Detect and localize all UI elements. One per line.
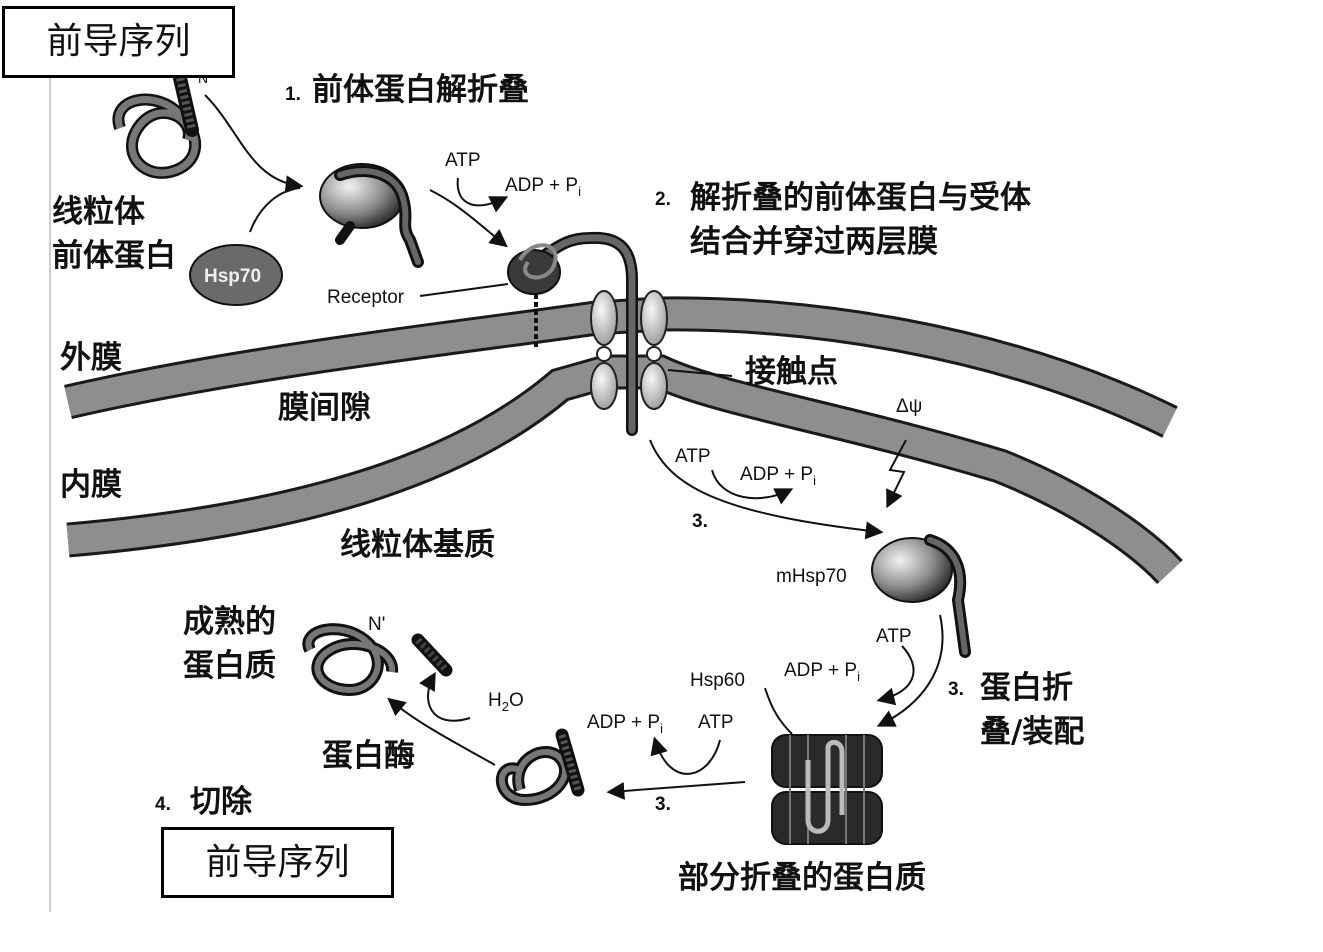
- step3-arrow-label-a: 3.: [692, 511, 708, 532]
- atp-label-2: ATP: [675, 446, 711, 467]
- adp-label-4: ADP + Pi: [587, 712, 663, 736]
- contact-site-label: 接触点: [745, 354, 838, 390]
- step4-number: 4.: [155, 794, 171, 815]
- precursor-label-line1: 线粒体: [52, 194, 145, 230]
- step3-arrow-label-b: 3.: [655, 794, 671, 815]
- atp-label-4: ATP: [698, 712, 734, 733]
- reaction-arrows: [204, 94, 944, 800]
- delta-psi-label: Δψ: [896, 396, 922, 417]
- intermembrane-space-label: 膜间隙: [278, 390, 371, 426]
- matrix-label: 线粒体基质: [340, 527, 495, 563]
- receptor: [507, 243, 561, 350]
- atp-label-3: ATP: [876, 626, 912, 647]
- contact-site-pores: [590, 290, 668, 410]
- atp-label-1: ATP: [445, 150, 481, 171]
- hsp70-label: Hsp70: [204, 266, 261, 287]
- mature-protein: [302, 623, 399, 697]
- n-terminus-label: N: [198, 70, 208, 86]
- step3-number: 3.: [948, 679, 964, 700]
- n-prime-label: N': [368, 614, 385, 635]
- step2-line1: 解折叠的前体蛋白与受体: [690, 180, 1031, 216]
- protease-label: 蛋白酶: [322, 738, 415, 774]
- step1-number: 1.: [285, 84, 301, 105]
- adp-label-3: ADP + Pi: [784, 660, 860, 684]
- presequence-box-top: 前导序列: [2, 6, 235, 78]
- mhsp70-label: mHsp70: [776, 566, 847, 587]
- step4-text: 切除: [190, 784, 253, 820]
- hsp60-barrel: [771, 734, 883, 845]
- hsp60-label: Hsp60: [690, 670, 745, 691]
- hsp70-free: [189, 244, 283, 306]
- precursor-protein: [112, 71, 202, 179]
- step2-line2: 结合并穿过两层膜: [690, 224, 938, 260]
- h2o-label: H2O: [488, 690, 524, 714]
- presequence-box-bottom: 前导序列: [161, 827, 394, 898]
- partially-folded-protein: [495, 728, 585, 807]
- step2-number: 2.: [655, 189, 671, 210]
- inner-membrane-label: 内膜: [60, 467, 122, 503]
- receptor-label: Receptor: [327, 287, 405, 308]
- outer-membrane-label: 外膜: [60, 340, 122, 376]
- precursor-label-line2: 前体蛋白: [52, 238, 176, 274]
- step3-line1: 蛋白折: [980, 670, 1073, 706]
- mature-label-line2: 蛋白质: [183, 648, 276, 684]
- partially-folded-label: 部分折叠的蛋白质: [678, 860, 926, 896]
- mhsp70-complex: [871, 534, 971, 658]
- step1-text: 前体蛋白解折叠: [312, 72, 529, 108]
- mature-label-line1: 成熟的: [183, 604, 276, 640]
- adp-label-2: ADP + Pi: [740, 464, 816, 488]
- adp-label-1: ADP + Pi: [505, 175, 581, 199]
- inner-membrane: [66, 354, 1183, 585]
- hsp70-complex: [319, 163, 424, 268]
- step3-line2: 叠/装配: [980, 714, 1084, 750]
